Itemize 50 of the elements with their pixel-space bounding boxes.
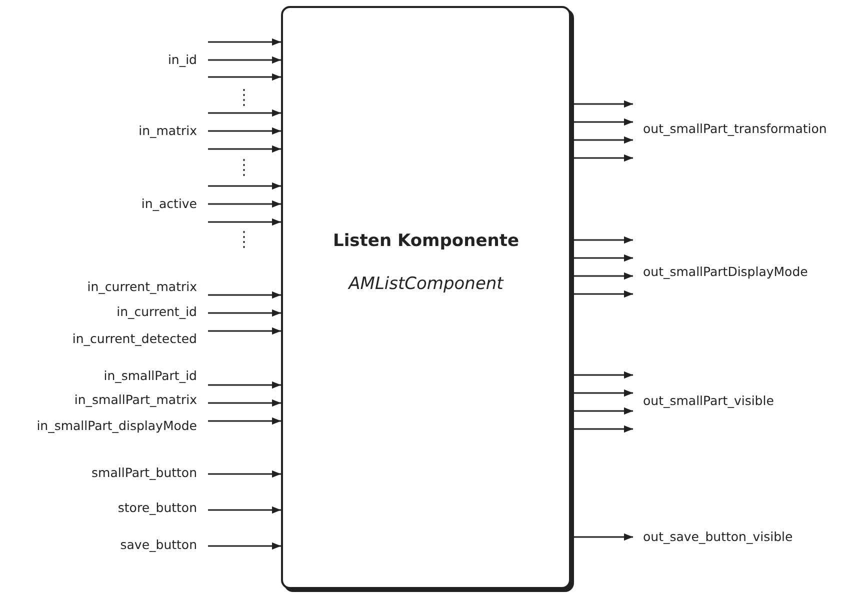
port-label: in_smallPart_id <box>104 368 197 384</box>
arrow <box>208 182 281 190</box>
arrow <box>208 327 281 335</box>
port-label: store_button <box>118 500 197 516</box>
arrow <box>208 56 281 64</box>
port-label: save_button <box>120 537 197 553</box>
arrow <box>208 291 281 299</box>
port-label: out_smallPart_visible <box>643 393 774 409</box>
port-label: out_smallPart_transformation <box>643 121 827 137</box>
arrow <box>571 407 633 415</box>
arrow <box>571 254 633 262</box>
arrow <box>208 399 281 407</box>
port-label: in_current_id <box>116 304 197 320</box>
arrow <box>208 506 281 514</box>
component-title: Listen Komponente <box>332 231 520 251</box>
arrow <box>571 272 633 280</box>
port-label: in_matrix <box>138 123 197 139</box>
arrow <box>208 145 281 153</box>
arrow <box>571 533 633 541</box>
arrow <box>208 218 281 226</box>
port-label: in_smallPart_displayMode <box>36 418 197 434</box>
component-box <box>281 6 571 589</box>
arrow <box>208 109 281 117</box>
component-class-name: AMListComponent <box>346 274 505 294</box>
port-label: in_smallPart_matrix <box>74 392 197 408</box>
port-label: in_current_detected <box>72 331 197 347</box>
arrow <box>571 100 633 108</box>
arrow <box>571 236 633 244</box>
arrow <box>571 371 633 379</box>
arrow <box>208 417 281 425</box>
port-label: in_id <box>168 52 197 68</box>
arrow <box>208 381 281 389</box>
arrow <box>208 470 281 478</box>
arrow <box>208 73 281 81</box>
port-label: in_current_matrix <box>87 279 197 295</box>
arrow <box>208 127 281 135</box>
arrow <box>208 200 281 208</box>
port-label: in_active <box>141 196 197 212</box>
arrow <box>208 309 281 317</box>
arrow <box>571 136 633 144</box>
arrow <box>208 542 281 550</box>
port-label: out_smallPartDisplayMode <box>643 264 808 280</box>
arrow <box>571 389 633 397</box>
port-label: smallPart_button <box>92 465 197 481</box>
arrow <box>571 425 633 433</box>
arrow <box>571 154 633 162</box>
arrow <box>571 118 633 126</box>
arrow <box>571 290 633 298</box>
arrow <box>208 38 281 46</box>
port-label: out_save_button_visible <box>643 529 793 545</box>
